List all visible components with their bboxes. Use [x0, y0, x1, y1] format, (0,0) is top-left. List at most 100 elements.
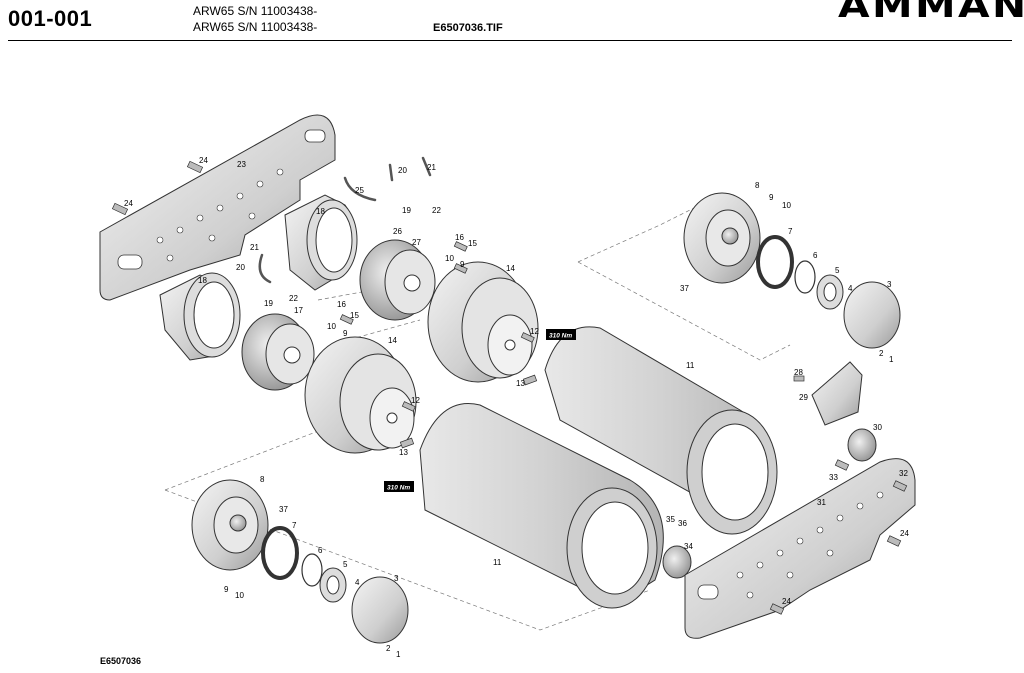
motor-bracket-lower — [159, 272, 241, 361]
hydraulic-hoses — [258, 156, 432, 284]
callout-10: 10 — [782, 201, 791, 210]
callout-36: 36 — [678, 519, 687, 528]
callout-14: 14 — [506, 264, 515, 273]
callout-20: 20 — [398, 166, 407, 175]
callout-3: 3 — [887, 280, 892, 289]
callout-33: 33 — [829, 473, 838, 482]
callout-9: 9 — [343, 329, 348, 338]
callout-24: 24 — [124, 199, 133, 208]
hydraulic-motor-lower — [241, 313, 315, 391]
callout-13: 13 — [516, 379, 525, 388]
circlip-lower — [301, 553, 323, 587]
bolts — [111, 160, 908, 615]
callout-24: 24 — [199, 156, 208, 165]
callout-12: 12 — [530, 327, 539, 336]
svg-text:310 Nm: 310 Nm — [549, 333, 572, 340]
callout-16: 16 — [337, 300, 346, 309]
bearing-housing-lower — [191, 479, 269, 571]
callout-8: 8 — [755, 181, 760, 190]
end-cover-lower — [351, 576, 409, 644]
bearing-upper — [816, 274, 844, 310]
callout-13: 13 — [399, 448, 408, 457]
callout-4: 4 — [355, 578, 360, 587]
callout-2: 2 — [879, 349, 884, 358]
callout-22: 22 — [432, 206, 441, 215]
drive-flange-lower — [304, 336, 417, 454]
rubber-buffer-upper — [847, 428, 877, 462]
callout-3: 3 — [394, 574, 399, 583]
side-frame-right — [684, 458, 916, 639]
page-id: 001-001 — [8, 6, 93, 31]
callout-19: 19 — [264, 299, 273, 308]
callout-8: 8 — [260, 475, 265, 484]
callout-14: 14 — [388, 336, 397, 345]
callout-21: 21 — [427, 163, 436, 172]
callout-9: 9 — [460, 260, 465, 269]
svg-text:310 Nm: 310 Nm — [387, 485, 410, 492]
callout-37: 37 — [279, 505, 288, 514]
callout-23: 23 — [237, 160, 246, 169]
callout-7: 7 — [292, 521, 297, 530]
callout-6: 6 — [813, 251, 818, 260]
drum-rear — [544, 326, 778, 535]
scraper-bracket — [811, 361, 863, 426]
callout-35: 35 — [666, 515, 675, 524]
callout-11: 11 — [493, 558, 502, 567]
callout-labels: 24 23 24 20 21 25 19 22 18 26 27 16 15 2… — [124, 156, 909, 659]
page-header: 001-001 ARW65 S/N 11003438- ARW65 S/N 11… — [0, 0, 1024, 42]
callout-15: 15 — [468, 239, 477, 248]
drawing-id: E6507036 — [100, 656, 142, 666]
callout-5: 5 — [835, 266, 840, 275]
callout-26: 26 — [393, 227, 402, 236]
callout-10: 10 — [327, 322, 336, 331]
callout-12: 12 — [411, 396, 420, 405]
callout-31: 31 — [817, 498, 826, 507]
hydraulic-motor-upper — [359, 239, 436, 321]
callout-15: 15 — [350, 311, 359, 320]
callout-29: 29 — [799, 393, 808, 402]
callout-19: 19 — [402, 206, 411, 215]
callout-9: 9 — [224, 585, 229, 594]
callout-24: 24 — [900, 529, 909, 538]
model-serial-line-1: ARW65 S/N 11003438- — [193, 4, 318, 18]
brand-logo: AMMANN — [838, 0, 1024, 26]
header-divider — [8, 40, 1012, 41]
drive-flange-upper — [427, 261, 539, 383]
callout-18: 18 — [316, 207, 325, 216]
callout-24: 24 — [782, 597, 791, 606]
seal-ring-lower — [261, 526, 299, 580]
bearing-housing-upper — [683, 192, 761, 284]
motor-bracket-upper — [284, 194, 358, 291]
torque-label-lower: 310 Nm — [384, 481, 414, 492]
rubber-buffer-lower — [662, 545, 692, 579]
model-serial-line-2: ARW65 S/N 11003438- — [193, 20, 318, 34]
side-frame-left — [99, 114, 336, 301]
callout-10: 10 — [235, 591, 244, 600]
callout-37: 37 — [680, 284, 689, 293]
callout-16: 16 — [455, 233, 464, 242]
callout-5: 5 — [343, 560, 348, 569]
callout-4: 4 — [848, 284, 853, 293]
torque-label-upper: 310 Nm — [546, 329, 576, 340]
callout-9: 9 — [769, 193, 774, 202]
callout-28: 28 — [794, 368, 803, 377]
bearing-lower — [319, 567, 347, 603]
callout-22: 22 — [289, 294, 298, 303]
callout-18: 18 — [198, 276, 207, 285]
drum-front — [419, 403, 664, 609]
callout-17: 17 — [294, 306, 303, 315]
callout-30: 30 — [873, 423, 882, 432]
callout-25: 25 — [355, 186, 364, 195]
callout-1: 1 — [889, 355, 894, 364]
callout-10: 10 — [445, 254, 454, 263]
callout-1: 1 — [396, 650, 401, 659]
seal-ring-upper — [756, 235, 794, 289]
callout-6: 6 — [318, 546, 323, 555]
end-cover-upper — [843, 281, 901, 349]
callout-11: 11 — [686, 361, 695, 370]
callout-32: 32 — [899, 469, 908, 478]
exploded-parts-diagram: 310 Nm 310 Nm 24 23 24 20 21 25 19 22 18… — [99, 114, 916, 659]
callout-34: 34 — [684, 542, 693, 551]
callout-20: 20 — [236, 263, 245, 272]
callout-2: 2 — [386, 644, 391, 653]
